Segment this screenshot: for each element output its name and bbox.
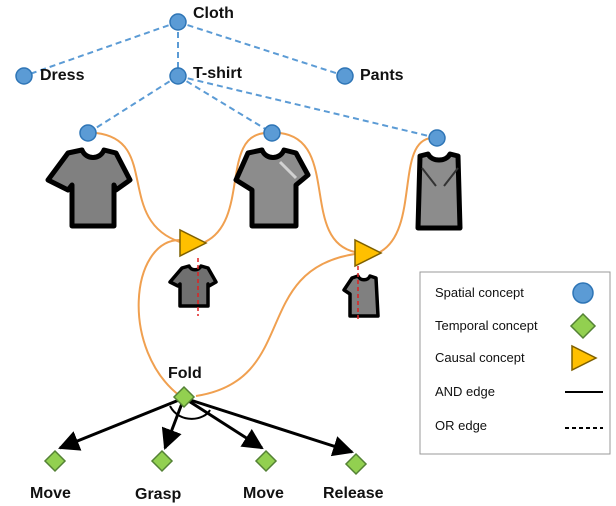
legend-circle-icon — [572, 282, 594, 304]
diamond-icon-move-2 — [254, 449, 278, 473]
causal-edge-fold-c2 — [195, 253, 356, 397]
shirt-icon-3 — [415, 151, 463, 231]
circle-icon-state3 — [428, 129, 446, 147]
triangle-icon-causal-1 — [179, 228, 208, 258]
legend-temporal-label: Temporal concept — [435, 318, 538, 333]
shirt-icon-2 — [233, 147, 311, 229]
and-arc — [169, 405, 211, 420]
label-cloth: Cloth — [193, 5, 234, 22]
shirt-icon-1 — [45, 147, 133, 229]
causal-edge-s2-c2 — [279, 132, 356, 253]
legend-or-label: OR edge — [435, 418, 487, 433]
temporal-nodes — [43, 385, 368, 476]
circle-icon-dress — [15, 67, 33, 85]
and-edge-grasp — [161, 397, 186, 450]
label-move-1: Move — [30, 485, 71, 502]
label-pants: Pants — [360, 67, 404, 84]
and-edge-move2 — [183, 396, 264, 450]
or-edge-tshirt-3 — [177, 75, 438, 139]
label-grasp: Grasp — [135, 486, 181, 503]
legend: Spatial concept Temporal concept Causal … — [419, 271, 611, 455]
circle-icon-pants — [336, 67, 354, 85]
label-dress: Dress — [40, 67, 85, 84]
spatial-nodes — [15, 13, 446, 147]
causal-edge-s1-c1 — [95, 132, 181, 243]
diamond-icon-fold — [172, 385, 196, 409]
or-edge-tshirt-1 — [87, 75, 179, 134]
and-edges — [58, 396, 354, 457]
legend-and-label: AND edge — [435, 384, 495, 399]
shirt-icon-small-1 — [168, 258, 218, 316]
label-fold: Fold — [168, 365, 202, 382]
or-edges — [23, 21, 438, 139]
triangle-icon-causal-2 — [354, 238, 383, 268]
causal-edge-fold-c1 — [137, 239, 181, 397]
label-move-2: Move — [243, 485, 284, 502]
diamond-icon-move-1 — [43, 449, 67, 473]
label-tshirt: T-shirt — [193, 65, 243, 82]
causal-edge-s3 — [379, 137, 433, 253]
legend-causal-label: Causal concept — [435, 350, 525, 365]
diamond-icon-grasp — [150, 449, 174, 473]
or-edge-cloth-dress — [23, 21, 179, 77]
diamond-icon-release — [344, 452, 368, 476]
label-release: Release — [323, 485, 384, 502]
legend-spatial-label: Spatial concept — [435, 285, 524, 300]
shirt-icon-small-2 — [342, 266, 380, 322]
or-edge-tshirt-2 — [177, 75, 273, 134]
circle-icon-state1 — [79, 124, 97, 142]
circle-icon-tshirt — [169, 67, 187, 85]
circle-icon-state2 — [263, 124, 281, 142]
legend-diamond-icon — [569, 312, 597, 340]
circle-icon-cloth — [169, 13, 187, 31]
and-edge-release — [183, 396, 354, 457]
and-edge-move1 — [58, 396, 185, 451]
legend-triangle-icon — [571, 344, 598, 372]
